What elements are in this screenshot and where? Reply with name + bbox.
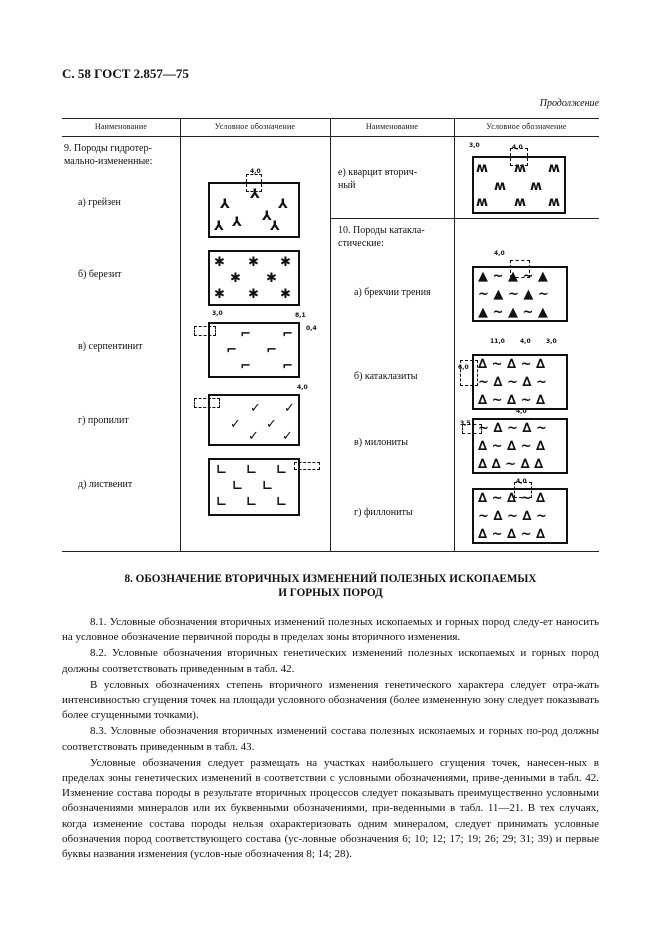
section-body: 8.1. Условные обозначения вторичных изме… [62, 615, 599, 863]
col-header-symbol: Условное обозначение [214, 122, 296, 131]
symbol-kataklazity: ∆ ~ ∆ ~ ∆ ~ ∆ ~ ∆ ~ ∆ ~ ∆ ~ ∆ [460, 354, 568, 410]
item-kvarcit: е) кварцит вторич- ный [338, 167, 418, 191]
dim-label: 4,0 [520, 338, 531, 345]
item-listvenit: д) лиственит [78, 479, 133, 490]
paragraph: 8.1. Условные обозначения вторичных изме… [62, 616, 599, 644]
dim-frame [194, 398, 220, 408]
section-title: 8. ОБОЗНАЧЕНИЕ ВТОРИЧНЫХ ИЗМЕНЕНИЙ ПОЛЕЗ… [62, 572, 599, 600]
section-title-line: И ГОРНЫХ ПОРОД [278, 587, 383, 599]
group-title-10: 10. Породы катакла- стические: [338, 225, 425, 249]
item-propilit: г) пропилит [78, 415, 129, 426]
symbol-berezit: ✱✱✱ ✱✱ ✱✱✱ [208, 250, 300, 306]
dim-label: 4,0 [494, 250, 505, 257]
symbol-brekchii: ▲ ~ ▲ ~ ▲ ~ ▲ ~ ▲ ~ ▲ ~ ▲ ~ ▲ [472, 260, 568, 322]
item-milonity: в) милониты [354, 437, 409, 448]
section-title-line: 8. ОБОЗНАЧЕНИЕ ВТОРИЧНЫХ ИЗМЕНЕНИЙ ПОЛЕЗ… [124, 573, 537, 585]
dim-frame [246, 174, 262, 192]
paragraph: 8.2. Условные обозначения вторичных гене… [62, 647, 599, 675]
col-divider [454, 118, 455, 552]
symbol-listvenit: ∟∟∟ ∟∟ ∟∟∟ [208, 458, 320, 516]
continuation-label: Продолжение [539, 98, 599, 109]
col-header-name: Наименование [94, 122, 148, 131]
dim-label: 6,0 [458, 364, 469, 371]
dim-label: 4,0 [250, 168, 261, 175]
item-greisen: а) грейзен [78, 197, 121, 208]
dim-frame [462, 424, 482, 434]
dim-label: 4,0 [516, 408, 527, 415]
dim-frame [460, 360, 478, 386]
dim-label: 4,0 [512, 144, 523, 151]
symbol-fillonity: ∆ ~ ∆ ~ ∆ ~ ∆ ~ ∆ ~ ∆ ~ ∆ ~ ∆ [472, 482, 568, 544]
table-bottom-rule [62, 551, 599, 552]
dim-label: 0,4 [306, 325, 317, 332]
item-kataklazity: б) катаклазиты [354, 371, 418, 382]
col-header-name: Наименование [365, 122, 419, 131]
symbols-table: Наименование Условное обозначение Наимен… [62, 118, 599, 552]
dim-frame [294, 462, 320, 470]
dim-label: 11,0 [490, 338, 505, 345]
row-rule [330, 218, 599, 219]
dim-label: 3,5 [460, 420, 471, 427]
symbol-greisen: ⅄⅄⅄ ⅄⅄⅄⅄ [208, 174, 300, 238]
dim-frame [514, 482, 532, 498]
paragraph: Условные обозначения следует размещать н… [62, 756, 599, 861]
item-berezit: б) березит [78, 269, 122, 280]
dim-frame [194, 326, 216, 336]
symbol-milonity: ~ ∆ ~ ∆ ~ ∆ ~ ∆ ~ ∆ ∆ ∆ ~ ∆ ∆ [462, 418, 568, 474]
dim-label: 4,0 [297, 384, 308, 391]
dim-label: 3,0 [546, 338, 557, 345]
dim-frame [510, 260, 530, 278]
dim-label: 4,0 [516, 478, 527, 485]
paragraph: В условных обозначениях степень вторично… [62, 678, 599, 722]
col-divider [180, 136, 181, 552]
item-fillonity: г) филлониты [354, 507, 413, 518]
group-title-9: 9. Породы гидротер- мально-измененные: [64, 143, 153, 167]
item-serpentinit: в) серпентинит [78, 341, 143, 352]
dim-label: 3,0 [469, 142, 480, 149]
col-header-symbol: Условное обозначение [486, 122, 567, 131]
symbol-serpentinit: ⌐⌐ ⌐⌐ ⌐⌐ [194, 322, 300, 378]
symbol-propilit: ✓✓ ✓✓ ✓✓ [194, 394, 300, 446]
dim-label: 3,0 [212, 310, 223, 317]
dim-frame [510, 148, 528, 166]
col-divider [180, 118, 181, 136]
dim-label: 8,1 [295, 312, 306, 319]
page-header: С. 58 ГОСТ 2.857—75 [62, 66, 189, 81]
paragraph: 8.3. Условные обозначения вторичных изме… [62, 725, 599, 753]
col-divider-center [330, 118, 331, 552]
item-brekchii: а) брекчии трения [354, 287, 431, 298]
